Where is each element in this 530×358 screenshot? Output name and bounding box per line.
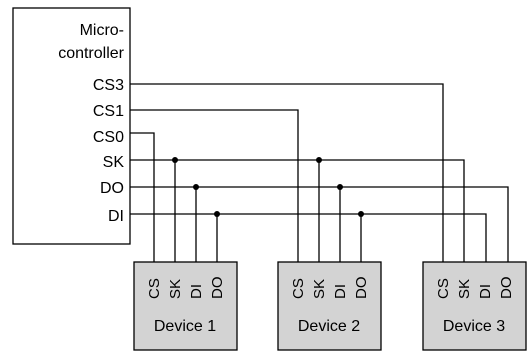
device-3-pin-do: DO: [498, 277, 515, 300]
wires: [130, 83, 509, 262]
pin-label-cs1: CS1: [93, 103, 124, 120]
device-3-pin-di: DI: [477, 284, 494, 299]
device-1-pin-sk: SK: [167, 279, 184, 299]
device-1-label: Device 1: [154, 318, 216, 335]
device-2-label: Device 2: [298, 318, 360, 335]
microcontroller: Micro- controller CS3 CS1 CS0 SK DO DI: [12, 7, 131, 245]
junction-dot: [337, 184, 343, 190]
device-2-pin-sk: SK: [311, 279, 328, 299]
device-2: CS SK DI DO Device 2: [277, 261, 382, 351]
junctions: [172, 157, 364, 217]
device-1-pin-do: DO: [209, 277, 226, 300]
pin-label-cs0: CS0: [93, 129, 124, 146]
junction-dot: [358, 211, 364, 217]
device-1-pin-di: DI: [188, 284, 205, 299]
device-3-pin-sk: SK: [456, 279, 473, 299]
wire-sk: [130, 159, 465, 262]
microcontroller-title-line2: controller: [58, 45, 124, 62]
device-3-pin-cs: CS: [435, 278, 452, 299]
device-2-pin-di: DI: [332, 284, 349, 299]
pin-label-sk: SK: [103, 154, 125, 171]
device-2-box: [277, 261, 382, 351]
device-2-pin-cs: CS: [290, 278, 307, 299]
wire-cs1: [130, 109, 299, 262]
device-1-box: [133, 261, 238, 351]
pin-label-cs3: CS3: [93, 77, 124, 94]
junction-dot: [214, 211, 220, 217]
junction-dot: [316, 157, 322, 163]
device-1-pin-cs: CS: [146, 278, 163, 299]
device-2-pin-do: DO: [353, 277, 370, 300]
wire-cs3: [130, 83, 444, 262]
device-3-box: [422, 261, 527, 351]
wire-di: [130, 213, 487, 262]
junction-dot: [193, 184, 199, 190]
device-3: CS SK DI DO Device 3: [422, 261, 527, 351]
microcontroller-title-line1: Micro-: [80, 22, 124, 39]
device-1: CS SK DI DO Device 1: [133, 261, 238, 351]
pin-label-do: DO: [100, 180, 124, 197]
device-3-label: Device 3: [443, 318, 505, 335]
wire-do: [130, 186, 509, 262]
microcontroller-box: [12, 7, 131, 245]
junction-dot: [172, 157, 178, 163]
wire-cs0: [130, 132, 155, 262]
pin-label-di: DI: [108, 208, 124, 225]
